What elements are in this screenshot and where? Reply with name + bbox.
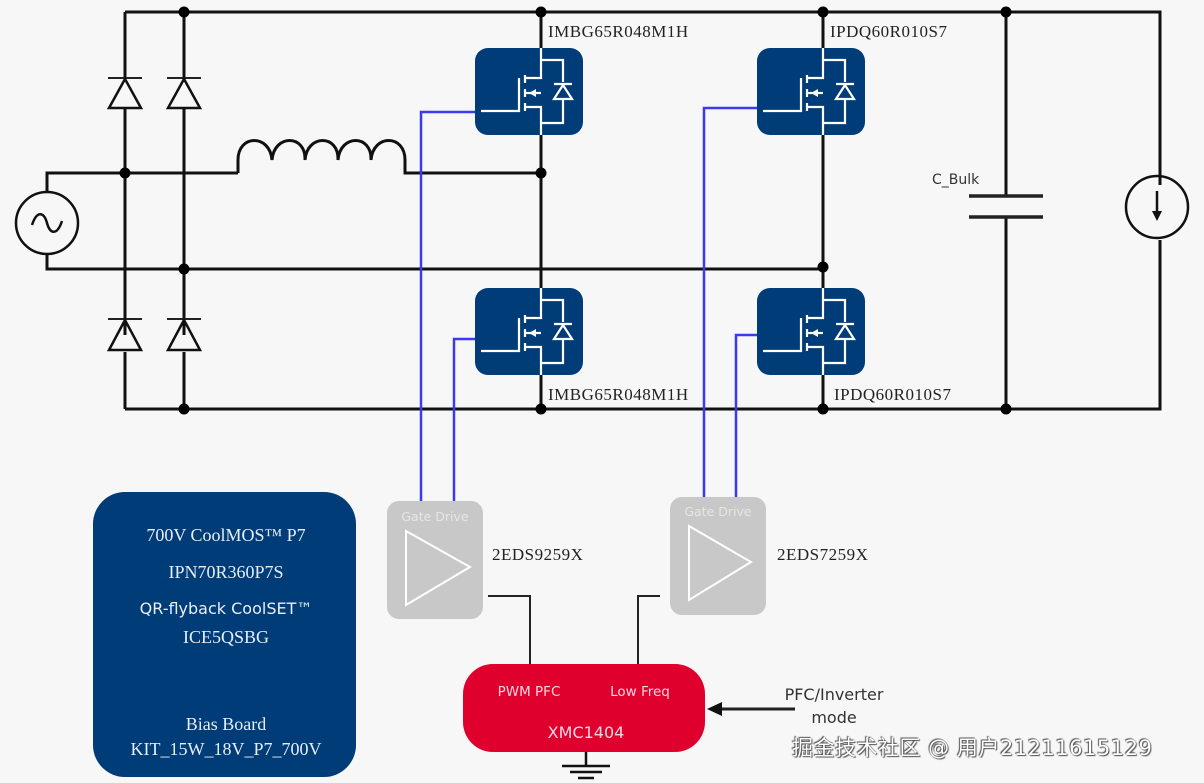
mode-input: PFC/Inverter mode: [707, 685, 884, 727]
watermark: 掘金技术社区 @ 用户21211615129: [792, 736, 1153, 760]
bias-line-4: ICE5QSBG: [183, 627, 269, 647]
low-freq-output-label: Low Freq: [610, 684, 670, 700]
diode-bridge: [106, 12, 203, 409]
ground-icon: [562, 752, 610, 780]
bias-line-6: KIT_15W_18V_P7_700V: [131, 739, 322, 759]
mosfet-q3-part-label: IPDQ60R010S7: [830, 22, 947, 41]
mosfet-q4: IPDQ60R010S7: [755, 286, 951, 404]
bias-line-1: 700V CoolMOS™ P7: [146, 525, 305, 545]
diode-icon: [106, 317, 144, 352]
current-arrow-down-icon: [1152, 191, 1162, 221]
diode-icon: [106, 76, 144, 110]
current-source-load: [1124, 174, 1190, 240]
mosfet-q2-part-label: IMBG65R048M1H: [548, 385, 689, 404]
mosfet-q1: IMBG65R048M1H: [473, 22, 689, 137]
mosfet-q1-part-label: IMBG65R048M1H: [548, 22, 689, 41]
arrow-left-icon: [707, 702, 722, 716]
gate-driver-1-title: Gate Drive: [401, 509, 469, 524]
bias-board: 700V CoolMOS™ P7 IPN70R360P7S QR-flyback…: [93, 492, 356, 777]
gate-wires: [419, 106, 757, 503]
sine-wave-icon: [30, 213, 64, 233]
gate-driver-1-part: 2EDS9259X: [492, 545, 583, 564]
mosfet-q2: IMBG65R048M1H: [473, 286, 689, 404]
mosfet-q4-part-label: IPDQ60R010S7: [834, 385, 951, 404]
bias-line-2: IPN70R360P7S: [168, 562, 283, 582]
bottom-dc-rail: [125, 240, 1162, 411]
diode-icon: [165, 317, 203, 352]
mosfet-q3: IPDQ60R010S7: [755, 22, 947, 137]
controller-name: XMC1404: [548, 723, 625, 742]
ac-source: [14, 171, 823, 271]
pwm-pfc-output-label: PWM PFC: [498, 684, 561, 700]
gate-driver-2-part: 2EDS7259X: [777, 545, 868, 564]
gate-driver-2: Gate Drive 2EDS7259X: [670, 497, 868, 615]
controller-links: [488, 595, 660, 664]
mode-label-line1: PFC/Inverter: [785, 685, 884, 704]
amplifier-triangle-icon: [405, 529, 472, 607]
bias-line-5: Bias Board: [186, 714, 267, 734]
diode-icon: [165, 76, 203, 110]
controller-xmc1404: PWM PFC Low Freq XMC1404: [463, 664, 705, 752]
gate-driver-1: Gate Drive 2EDS9259X: [387, 501, 583, 619]
boost-inductor: [236, 139, 541, 175]
junction-nodes: [119, 6, 1012, 415]
capacitor-label: C_Bulk: [932, 172, 980, 188]
amplifier-triangle-icon: [688, 524, 753, 602]
top-dc-rail: [125, 10, 1162, 185]
mode-label-line2: mode: [811, 708, 856, 727]
bulk-capacitor: C_Bulk: [932, 12, 1043, 409]
bias-line-3: QR-flyback CoolSET™: [140, 599, 313, 618]
gate-driver-2-title: Gate Drive: [684, 504, 752, 519]
